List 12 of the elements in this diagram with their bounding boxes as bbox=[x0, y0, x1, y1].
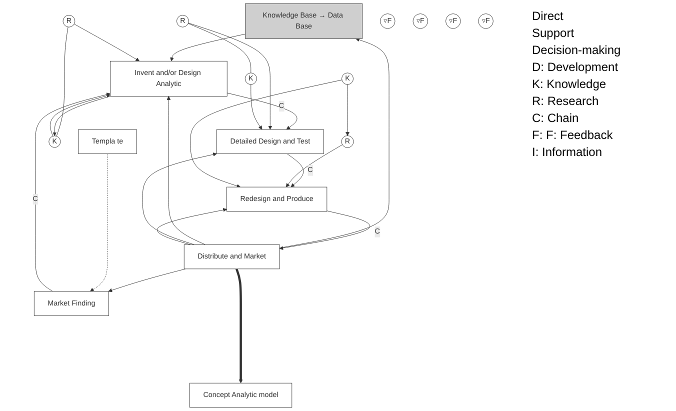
note-text: I: Information bbox=[532, 145, 604, 159]
note-text: K: Knowledge bbox=[532, 77, 608, 91]
note-text: C: Chain bbox=[532, 111, 580, 125]
note-text: R: Research bbox=[532, 94, 600, 108]
note-text: D: Development bbox=[532, 60, 620, 74]
arrow bbox=[235, 268, 243, 384]
note-text: Decision-making bbox=[532, 43, 622, 57]
note-text: F: F: Feedback bbox=[532, 128, 614, 142]
note-text: Direct bbox=[532, 9, 564, 23]
note-text: Support bbox=[532, 26, 576, 40]
connector bbox=[188, 23, 252, 74]
connector bbox=[56, 26, 68, 136]
